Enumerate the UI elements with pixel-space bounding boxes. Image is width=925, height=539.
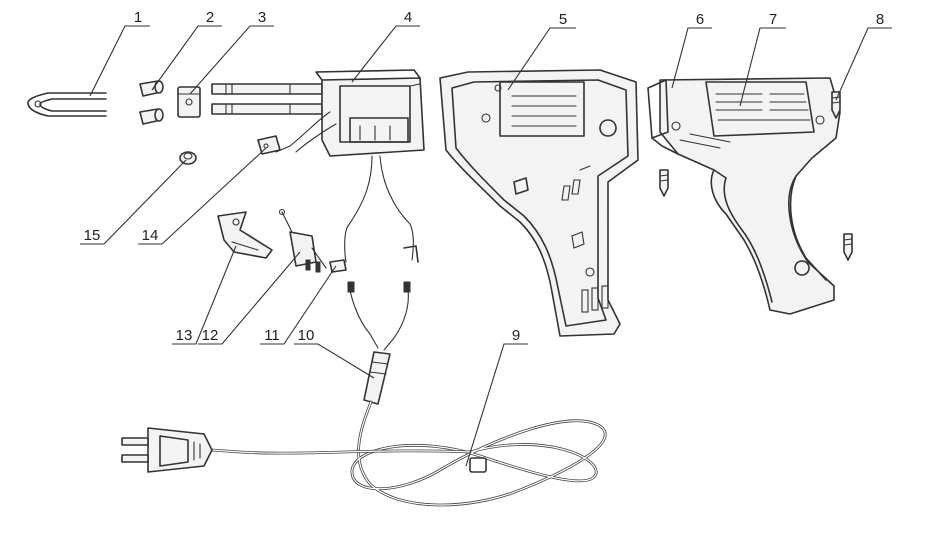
callout-3: 3 [258, 9, 266, 26]
leader-lines [80, 25, 892, 467]
part-3-clamp-block [177, 86, 201, 118]
part-5-left-housing [439, 69, 639, 337]
callout-13: 13 [176, 327, 193, 344]
part-15-nut [179, 151, 197, 165]
part-1-soldering-tip [27, 92, 107, 117]
part-9-power-cord [210, 400, 607, 507]
callout-11: 11 [264, 327, 280, 344]
part-8-screws [659, 91, 853, 261]
callout-1: 1 [134, 9, 142, 26]
part-12-microswitch [278, 208, 327, 273]
callout-2: 2 [206, 9, 214, 26]
callout-12: 12 [202, 327, 219, 344]
part-7-vent-grille [705, 81, 815, 137]
callout-6: 6 [696, 11, 704, 28]
callout-14: 14 [142, 227, 159, 244]
part-14-switch-lead [257, 135, 281, 155]
callout-labels: 1 2 3 4 5 6 7 8 9 10 11 12 13 14 15 [84, 9, 885, 344]
callout-9: 9 [512, 327, 520, 344]
part-2-tip-nuts [139, 80, 164, 125]
power-plug [121, 427, 213, 473]
callout-15: 15 [84, 227, 101, 244]
callout-5: 5 [559, 11, 567, 28]
part-4-transformer [211, 69, 425, 263]
part-13-trigger [217, 211, 273, 259]
part-11-connector [329, 259, 347, 273]
part-10-cord-sleeve [347, 281, 411, 405]
callout-4: 4 [404, 9, 412, 26]
part-6-right-housing [647, 77, 841, 315]
callout-10: 10 [298, 327, 315, 344]
callout-8: 8 [876, 11, 884, 28]
callout-7: 7 [769, 11, 777, 28]
